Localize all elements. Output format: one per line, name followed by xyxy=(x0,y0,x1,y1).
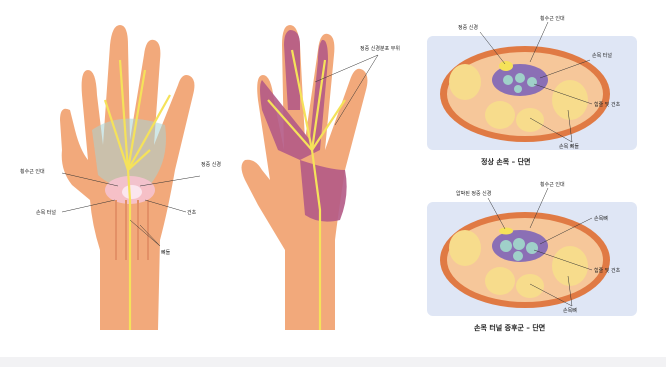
section-cts: 압박된 정중 신경 횡수근 인대 손목뼈 힘줄 및 건초 손목뼈 손목 터널 증… xyxy=(427,181,637,332)
cts-tendon-3 xyxy=(526,242,538,254)
label-normal-ligament: 횡수근 인대 xyxy=(540,15,565,22)
label-normal-tunnel: 손목 터널 xyxy=(592,52,612,59)
wrist-core xyxy=(122,185,142,199)
label-normal-nerve: 정중 신경 xyxy=(458,24,478,31)
cts-bone-3 xyxy=(516,274,544,298)
caption-cts: 손목 터널 증후군 – 단면 xyxy=(474,323,545,332)
label-hand1-tunnel: 손목 터널 xyxy=(36,209,56,216)
label-hand1-tendon: 건초 xyxy=(187,209,197,216)
normal-bone-1 xyxy=(449,64,481,100)
cts-tendon-4 xyxy=(513,251,523,261)
normal-tendon-3 xyxy=(527,77,537,87)
normal-tendon-4 xyxy=(514,85,522,93)
normal-bone-4 xyxy=(552,80,588,120)
label-hand1-nerve: 정중 신경 xyxy=(201,161,221,168)
label-cts-tendon: 힘줄 및 건초 xyxy=(594,267,621,274)
hand-anatomy: 횡수근 인대 손목 터널 정중 신경 건초 뼈들 xyxy=(20,25,221,330)
label-hand1-bone: 뼈들 xyxy=(161,249,171,256)
cts-bone-1 xyxy=(449,230,481,266)
caption-normal: 정상 손목 – 단면 xyxy=(481,157,530,166)
label-normal-tendon: 힘줄 및 건초 xyxy=(594,101,621,108)
normal-bone-3 xyxy=(516,108,544,132)
cts-bone-4 xyxy=(552,246,588,286)
cts-tendon-1 xyxy=(500,240,512,252)
label-cts-nerve: 압박된 정중 신경 xyxy=(456,190,491,197)
cts-bone-2 xyxy=(485,267,515,295)
label-cts-ligament: 횡수근 인대 xyxy=(540,181,565,188)
label-hand2-nerve-area: 정중 신경분포 부위 xyxy=(360,45,400,52)
hand-nerve-distribution: 정중 신경분포 부위 xyxy=(242,25,400,330)
normal-tendon-2 xyxy=(515,73,525,83)
normal-tendon-1 xyxy=(503,75,513,85)
normal-bone-2 xyxy=(485,101,515,129)
section-normal: 정중 신경 횡수근 인대 손목 터널 힘줄 및 건초 손목 뼈들 정상 손목 –… xyxy=(427,15,637,166)
cts-tendon-2 xyxy=(513,238,525,250)
label-hand1-ligament: 횡수근 인대 xyxy=(20,168,45,175)
cts-median-nerve xyxy=(499,228,513,235)
label-normal-bones: 손목 뼈들 xyxy=(559,143,579,150)
normal-median-nerve xyxy=(499,61,513,71)
label-cts-tunnel: 손목뼈 xyxy=(594,215,608,222)
label-cts-bones: 손목뼈 xyxy=(563,307,577,314)
